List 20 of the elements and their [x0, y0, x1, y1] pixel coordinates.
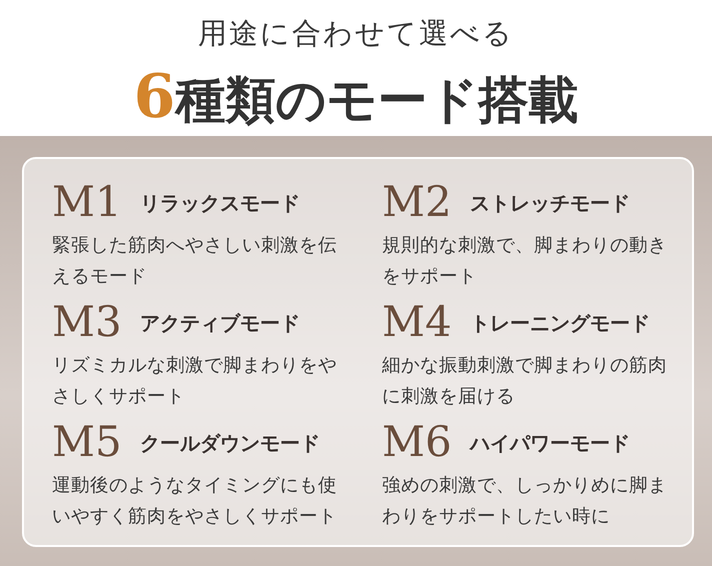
mode-number: M3: [52, 298, 122, 346]
mode-description: 強めの刺激で、しっかりめに脚まわりをサポートしたい時に: [382, 474, 668, 529]
mode-description: 規則的な刺激で、脚まわりの動きをサポート: [382, 234, 668, 289]
mode-name: アクティブモード: [140, 310, 300, 337]
mode-name: クールダウンモード: [140, 430, 320, 457]
mode-number: M4: [382, 298, 452, 346]
mode-description: リズミカルな刺激で脚まわりをやさしくサポート: [52, 354, 338, 409]
mode-description: 細かな振動刺激で脚まわりの筋肉に刺激を届ける: [382, 354, 668, 409]
mode-number: M5: [52, 418, 122, 466]
subheading: 用途に合わせて選べる: [197, 15, 515, 52]
heading: 6種類のモード搭載: [132, 62, 580, 134]
mode-name: リラックスモード: [140, 190, 300, 217]
mode-name: ハイパワーモード: [470, 430, 630, 457]
mode-number: M6: [382, 418, 452, 466]
mode-description: 運動後のようなタイミングにも使いやすく筋肉をやさしくサポート: [52, 474, 338, 529]
mode-number: M2: [382, 178, 452, 226]
mode-name: ストレッチモード: [470, 190, 630, 217]
mode-description: 緊張した筋肉へやさしい刺激を伝えるモード: [52, 234, 338, 289]
mode-name: トレーニングモード: [470, 310, 650, 337]
mode-number: M1: [52, 178, 122, 226]
